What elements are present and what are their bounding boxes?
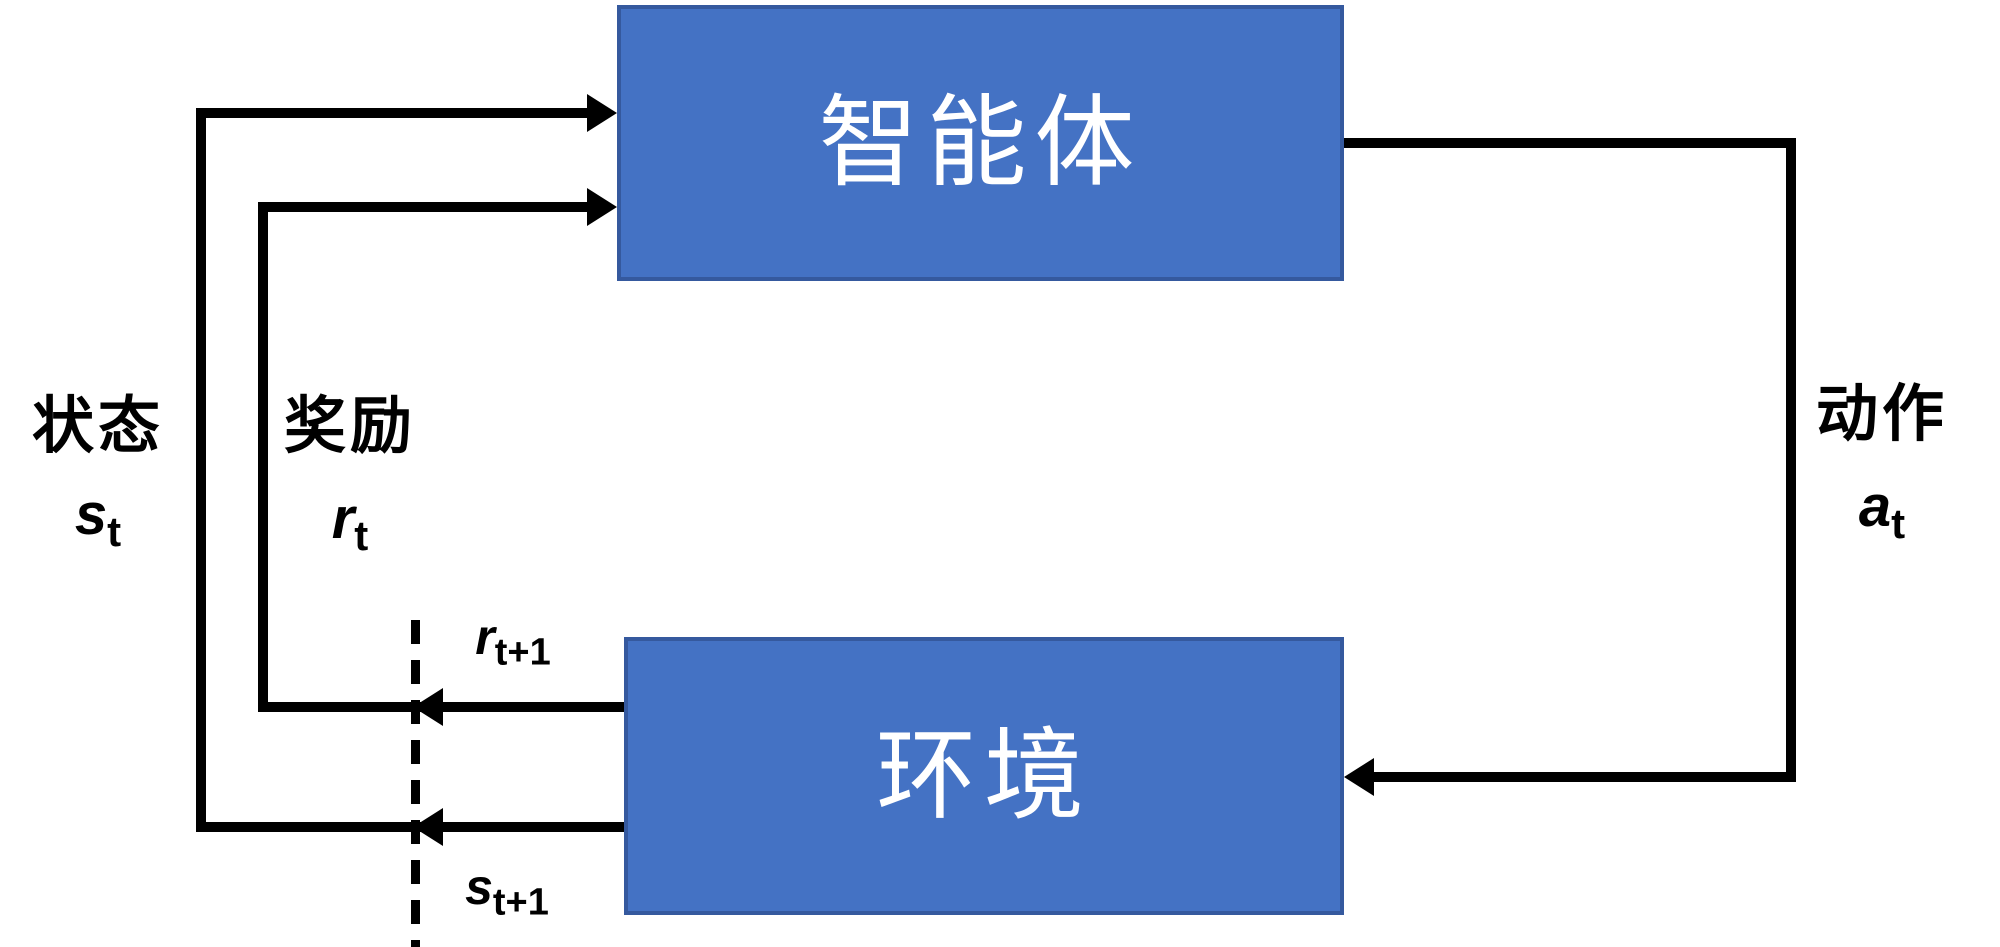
next-state-symbol: st+1 (427, 859, 587, 922)
reward-line-top-horizontal (258, 202, 588, 212)
next-state-symbol-letter: s (465, 859, 493, 915)
environment-box-label: 环境 (876, 720, 1092, 832)
reward-symbol: rt (268, 490, 432, 557)
state-line-bottom-horizontal (196, 822, 624, 832)
reward-to-agent-arrowhead-icon (587, 188, 617, 226)
next-reward-symbol-subscript: t+1 (494, 631, 551, 674)
next-state-symbol-subscript: t+1 (492, 881, 549, 924)
environment-box: 环境 (624, 637, 1344, 915)
action-symbol: at (1800, 478, 1964, 545)
state-label: 状态 (31, 392, 164, 461)
state-symbol-letter: s (74, 482, 108, 547)
next-reward-symbol-letter: r (475, 609, 495, 665)
action-line-bottom-horizontal (1374, 772, 1796, 782)
agent-box: 智能体 (617, 5, 1344, 281)
action-symbol-subscript: t (1891, 499, 1906, 547)
state-symbol: st (18, 486, 178, 553)
state-line-top-horizontal (196, 108, 588, 118)
next-reward-symbol: rt+1 (433, 609, 593, 672)
reward-symbol-subscript: t (354, 511, 369, 559)
timestep-divider-dashed-line (411, 620, 420, 947)
action-line-vertical (1786, 138, 1796, 772)
reward-symbol-letter: r (331, 486, 355, 551)
reward-label: 奖励 (283, 392, 416, 461)
action-to-environment-arrowhead-icon (1344, 758, 1374, 796)
action-line-top-horizontal (1344, 138, 1796, 148)
action-label: 动作 (1815, 380, 1948, 449)
state-to-agent-arrowhead-icon (587, 94, 617, 132)
agent-box-label: 智能体 (818, 87, 1143, 199)
reward-line-vertical (258, 202, 268, 712)
state-symbol-subscript: t (107, 507, 122, 555)
action-symbol-letter: a (1858, 474, 1892, 539)
state-line-vertical (196, 108, 206, 832)
